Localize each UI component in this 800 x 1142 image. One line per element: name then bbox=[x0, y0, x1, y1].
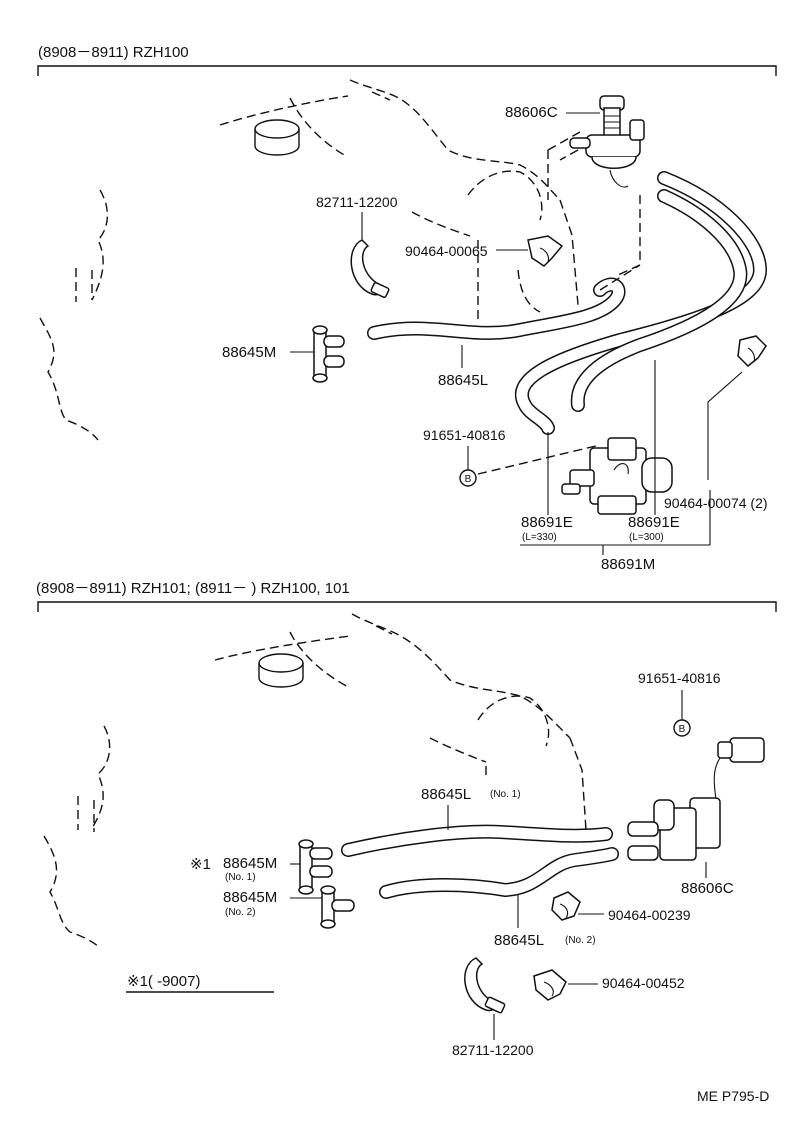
hose-88645l-no2 bbox=[379, 847, 619, 899]
bolt-marker-letter-bottom: B bbox=[679, 724, 686, 735]
clip-90464-00452 bbox=[533, 969, 567, 1001]
leader-clip-b bbox=[707, 371, 743, 480]
section-bottom-header: (8908－8911) RZH101; (8911－ ) RZH100, 101 bbox=[36, 580, 350, 597]
section-top-bracket bbox=[37, 65, 777, 76]
bolt-marker-bottom bbox=[673, 719, 691, 737]
label-hose-set-88691m: 88691M bbox=[601, 556, 655, 573]
hose-88691e-300 bbox=[570, 189, 748, 412]
label-hose-88645l-no1: 88645L bbox=[421, 786, 471, 803]
bracket-hose-set bbox=[520, 490, 711, 555]
clamp-band-top bbox=[350, 239, 390, 299]
section-bottom-bracket bbox=[37, 601, 777, 612]
label-hose-no2-tag: (No. 2) bbox=[565, 935, 596, 946]
engine-outline-top bbox=[39, 79, 641, 441]
label-hose-88691e-300-len: (L=300) bbox=[629, 532, 664, 543]
leader-hose-e bbox=[547, 360, 656, 515]
clamp-band-bottom bbox=[464, 957, 506, 1014]
vsv-valve-top bbox=[569, 95, 645, 188]
label-bolt-top: 91651-40816 bbox=[423, 427, 506, 443]
label-joint-no1-tag: (No. 1) bbox=[225, 872, 256, 883]
label-clip-90464-00239: 90464-00239 bbox=[608, 907, 691, 923]
label-bolt-bottom: 91651-40816 bbox=[638, 670, 721, 686]
bolt-dash-top bbox=[477, 444, 601, 475]
hose-connection-dashes bbox=[559, 149, 641, 291]
clip-90464-00065 bbox=[527, 235, 564, 267]
label-hose-88691e-300: 88691E bbox=[628, 514, 680, 531]
label-clip-90464-00074: 90464-00074 (2) bbox=[664, 495, 768, 511]
clip-90464-00074 bbox=[737, 335, 767, 368]
hose-88645l-no1 bbox=[341, 824, 613, 857]
label-joint-88645m-no1: 88645M bbox=[223, 855, 277, 872]
bolt-marker-letter-top: B bbox=[465, 474, 472, 485]
label-valve-88606c-top: 88606C bbox=[505, 104, 558, 121]
label-joint-88645m-no2: 88645M bbox=[223, 889, 277, 906]
hose-88645l-top bbox=[367, 277, 626, 340]
hose-88691e-330 bbox=[514, 171, 767, 435]
note-mark-joint-no1: ※1 bbox=[190, 856, 211, 873]
label-joint-no2-tag: (No. 2) bbox=[225, 907, 256, 918]
label-clamp-band-bottom: 82711-12200 bbox=[452, 1042, 534, 1058]
engine-outline-bottom bbox=[43, 613, 587, 949]
clip-90464-00239 bbox=[551, 891, 581, 921]
joint-88645m-top bbox=[312, 325, 345, 383]
page-code: ME P795-D bbox=[697, 1088, 769, 1104]
label-joint-88645m-top: 88645M bbox=[222, 344, 276, 361]
label-hose-88691e-330: 88691E bbox=[521, 514, 573, 531]
label-hose-88645l-no2: 88645L bbox=[494, 932, 544, 949]
label-hose-88691e-330-len: (L=330) bbox=[522, 532, 557, 543]
label-hose-no1-tag: (No. 1) bbox=[490, 789, 521, 800]
solenoid-assembly-top bbox=[561, 437, 673, 515]
label-hose-88645l-top: 88645L bbox=[438, 372, 488, 389]
vsv-valve-bottom bbox=[627, 737, 765, 861]
label-valve-88606c-bottom: 88606C bbox=[681, 880, 734, 897]
joint-88645m-no1 bbox=[298, 839, 333, 895]
note-date-range: ※1( -9007) bbox=[127, 973, 200, 990]
label-clip-90464-00065: 90464-00065 bbox=[405, 243, 488, 259]
joint-88645m-no2 bbox=[320, 885, 355, 929]
label-clip-90464-00452: 90464-00452 bbox=[602, 975, 685, 991]
bolt-marker-top bbox=[459, 469, 477, 487]
section-top-header: (8908－8911) RZH100 bbox=[38, 44, 189, 61]
label-clamp-band-top: 82711-12200 bbox=[316, 194, 398, 210]
